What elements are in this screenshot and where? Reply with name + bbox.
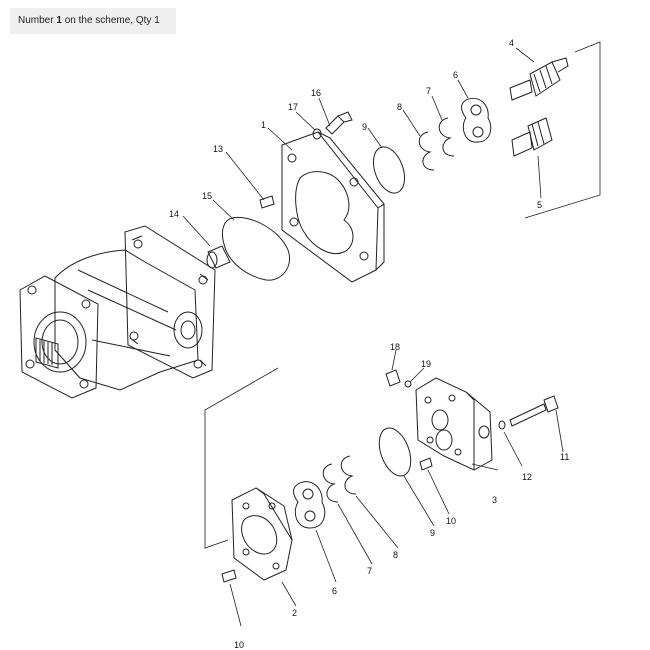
part-10-dowel-pin-lower xyxy=(221,569,237,583)
part-19-plug xyxy=(404,380,412,388)
part-1-cover-plate xyxy=(281,131,385,283)
callout-14: 14 xyxy=(169,209,179,219)
callout-8-upper: 8 xyxy=(397,102,402,112)
part-8-backup-ring-lower xyxy=(340,455,357,495)
hydraulic-motor-icon xyxy=(19,225,216,399)
callout-4: 4 xyxy=(509,38,514,48)
callout-5: 5 xyxy=(537,200,542,210)
part-9-o-ring-lower xyxy=(378,427,412,477)
part-16-bolt xyxy=(325,111,353,135)
part-6-bushing-plate-lower xyxy=(293,481,326,529)
caption-bar: Number 1 on the scheme, Qty 1 xyxy=(10,8,176,34)
callout-12: 12 xyxy=(522,472,532,482)
callout-15: 15 xyxy=(202,191,212,201)
part-4-drive-gear xyxy=(509,57,569,101)
part-17-washer xyxy=(312,128,322,140)
part-5-driven-gear xyxy=(511,117,553,157)
callout-6-upper: 6 xyxy=(453,70,458,80)
callout-17: 17 xyxy=(288,102,298,112)
callout-2: 2 xyxy=(292,608,297,618)
callout-9-lower: 9 xyxy=(430,528,435,538)
callout-18: 18 xyxy=(390,342,400,352)
callout-7-upper: 7 xyxy=(426,86,431,96)
part-15-seal xyxy=(221,216,290,281)
caption-prefix: Number xyxy=(18,15,57,26)
part-10-dowel-pin xyxy=(419,457,433,471)
callout-3: 3 xyxy=(492,495,497,505)
part-14-bushing xyxy=(206,245,231,269)
part-7-backup-ring xyxy=(438,117,455,157)
part-3-pump-body xyxy=(415,377,493,471)
callout-10-lower: 10 xyxy=(234,640,244,650)
callout-11: 11 xyxy=(560,452,569,462)
callout-9-upper: 9 xyxy=(362,122,367,132)
callout-19: 19 xyxy=(421,359,431,369)
callout-16: 16 xyxy=(311,88,321,98)
caption-number: 1 xyxy=(56,15,62,26)
callout-10-right: 10 xyxy=(446,516,456,526)
callout-6-lower: 6 xyxy=(332,586,337,596)
part-11-bolt xyxy=(509,395,559,427)
part-18-fitting xyxy=(385,369,401,387)
part-13-dowel-pin xyxy=(259,195,275,209)
part-6-bushing-plate xyxy=(461,98,492,143)
part-12-washer xyxy=(498,420,506,430)
callout-7-lower: 7 xyxy=(367,566,372,576)
callout-8-lower: 8 xyxy=(393,550,398,560)
part-8-backup-ring xyxy=(418,131,435,171)
caption-suffix: on the scheme, Qty 1 xyxy=(61,15,160,26)
part-2-rear-housing xyxy=(231,487,293,581)
part-9-o-ring xyxy=(372,146,406,194)
callout-13: 13 xyxy=(213,144,223,154)
part-7-backup-ring-lower xyxy=(322,463,339,503)
callout-1: 1 xyxy=(261,120,266,130)
